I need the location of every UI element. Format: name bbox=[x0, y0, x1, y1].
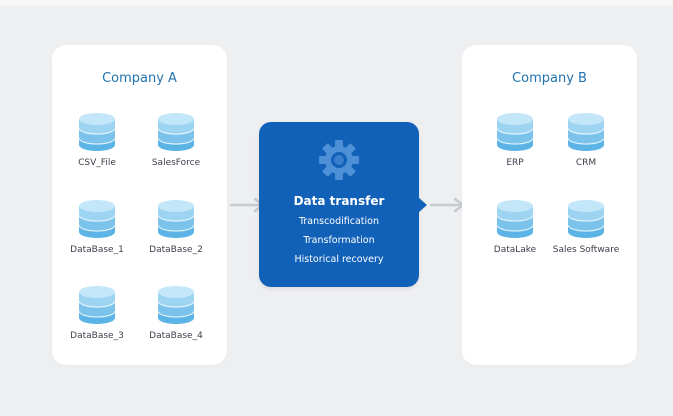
database-icon bbox=[78, 199, 116, 239]
database-label: DataBase_2 bbox=[149, 245, 203, 255]
database-salesforce: SalesForce bbox=[131, 112, 221, 168]
arrow-right-icon bbox=[430, 197, 465, 213]
database-label: Sales Software bbox=[552, 245, 620, 255]
database-erp: ERP bbox=[470, 112, 560, 168]
background-top-strip bbox=[0, 0, 673, 6]
database-datalake: DataLake bbox=[470, 199, 560, 255]
database-icon bbox=[157, 199, 195, 239]
data-transfer-pointer bbox=[418, 197, 427, 213]
database-label: DataBase_4 bbox=[149, 331, 203, 341]
company-a-title: Company A bbox=[102, 71, 177, 86]
database-icon bbox=[78, 285, 116, 325]
transfer-step: Transformation bbox=[303, 235, 375, 246]
company-a-panel: Company A CSV_File SalesForce DataBase_1… bbox=[52, 45, 227, 365]
database-label: DataBase_3 bbox=[70, 331, 124, 341]
database-sales-software: Sales Software bbox=[541, 199, 631, 255]
database-label: CSV_File bbox=[78, 158, 116, 168]
gear-icon bbox=[319, 140, 359, 180]
company-b-panel: Company B ERP CRM DataLake Sales Softwar… bbox=[462, 45, 637, 365]
database-crm: CRM bbox=[541, 112, 631, 168]
database-database-4: DataBase_4 bbox=[131, 285, 221, 341]
database-label: SalesForce bbox=[151, 158, 201, 168]
transfer-step: Historical recovery bbox=[294, 254, 384, 265]
data-transfer-card: Data transfer Transcodification Transfor… bbox=[259, 122, 419, 287]
database-icon bbox=[567, 112, 605, 152]
database-icon bbox=[496, 199, 534, 239]
data-transfer-title: Data transfer bbox=[293, 194, 385, 208]
company-b-title: Company B bbox=[512, 71, 587, 86]
database-label: ERP bbox=[506, 158, 524, 168]
database-icon bbox=[496, 112, 534, 152]
database-label: CRM bbox=[575, 158, 597, 168]
database-database-2: DataBase_2 bbox=[131, 199, 221, 255]
database-label: DataBase_1 bbox=[70, 245, 124, 255]
database-icon bbox=[157, 285, 195, 325]
database-csv-file: CSV_File bbox=[52, 112, 142, 168]
database-database-3: DataBase_3 bbox=[52, 285, 142, 341]
database-icon bbox=[78, 112, 116, 152]
database-database-1: DataBase_1 bbox=[52, 199, 142, 255]
database-icon bbox=[567, 199, 605, 239]
transfer-step: Transcodification bbox=[298, 216, 380, 227]
database-label: DataLake bbox=[493, 245, 537, 255]
database-icon bbox=[157, 112, 195, 152]
